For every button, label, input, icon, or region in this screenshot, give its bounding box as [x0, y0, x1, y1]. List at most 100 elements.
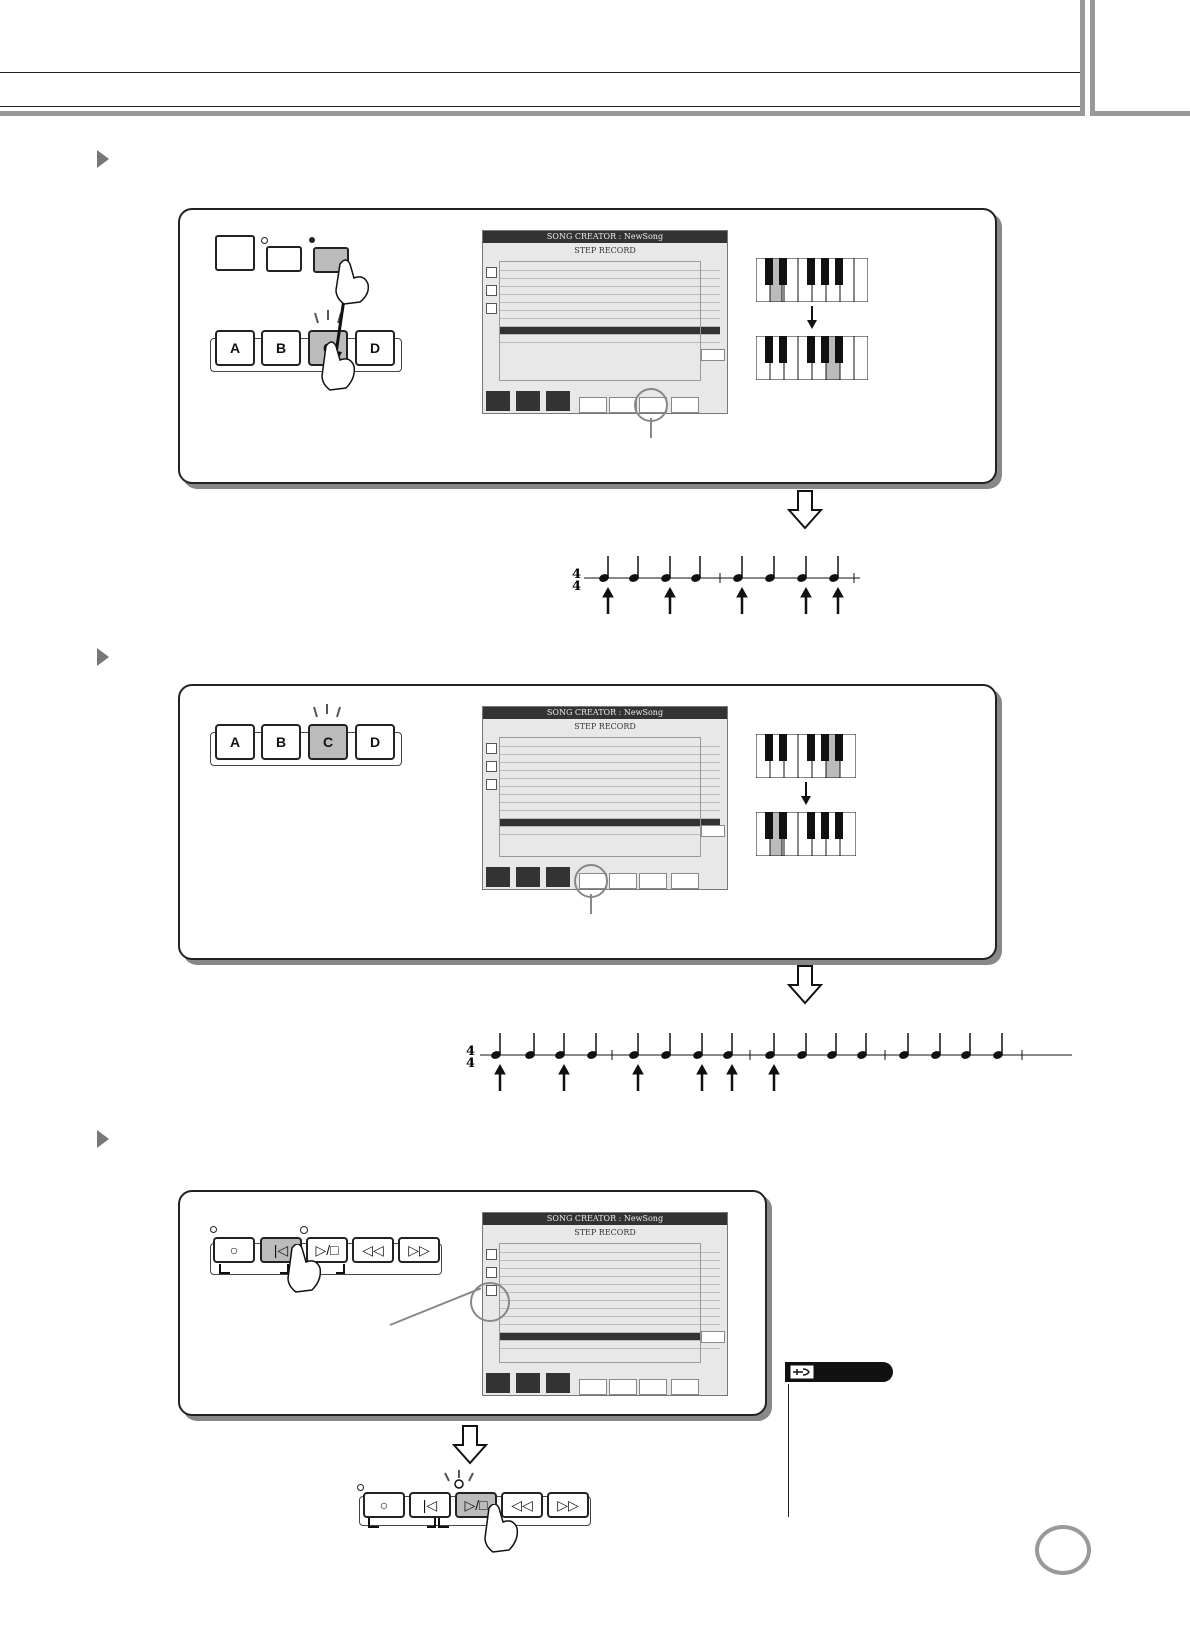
screen-subtitle: STEP RECORD — [483, 1225, 727, 1241]
button-d-label: D — [370, 734, 380, 750]
highlight-circle — [574, 864, 608, 898]
button-a[interactable]: A — [215, 330, 255, 366]
pointing-hand-icon — [789, 1364, 815, 1380]
hand-pointer-icon — [477, 1504, 527, 1560]
beat-knob[interactable] — [516, 867, 540, 887]
screen-title: SONG CREATOR : NewSong — [483, 1213, 727, 1225]
highlight-circle — [470, 1282, 510, 1322]
clock-knob[interactable] — [546, 391, 570, 411]
note-rule — [788, 1384, 789, 1517]
button-c[interactable]: C — [308, 724, 348, 760]
header-tab-right — [1090, 0, 1190, 116]
header-rule-top — [0, 72, 1082, 73]
result-arrow-icon-2 — [787, 965, 823, 1005]
soft-button-note-2[interactable] — [639, 873, 667, 889]
beat-arrowhead — [833, 588, 843, 597]
panel-step-3: ○ |◁ ▷/□ ◁◁ ▷▷ SONG CREATOR : NewSong ST… — [178, 1190, 767, 1416]
record-label: ○ — [380, 1497, 388, 1513]
soft-button-note-3[interactable] — [671, 873, 699, 889]
screen-side-tab[interactable] — [486, 743, 497, 754]
screen-list-frame — [499, 737, 701, 857]
screen-subtitle: STEP RECORD — [483, 719, 727, 735]
screen-side-tab[interactable] — [486, 779, 497, 790]
record-button[interactable]: ○ — [363, 1492, 405, 1518]
top-label: |◁ — [423, 1497, 437, 1513]
beat-arrowhead — [495, 1065, 505, 1074]
page-number-circle — [1035, 1525, 1091, 1575]
screen-side-tab[interactable] — [486, 303, 497, 314]
soft-button-rest[interactable] — [579, 1379, 607, 1395]
button-b[interactable]: B — [261, 724, 301, 760]
keyboard-after-icon — [756, 812, 856, 856]
button-a[interactable]: A — [215, 724, 255, 760]
button-b-label: B — [276, 734, 286, 750]
beat-arrowhead — [769, 1065, 779, 1074]
highlight-circle — [634, 388, 668, 422]
keyboard-after-icon — [756, 336, 868, 380]
button-b[interactable]: B — [261, 330, 301, 366]
beat-arrowhead — [603, 588, 613, 597]
lcd-screen-2: SONG CREATOR : NewSong STEP RECORD — [482, 706, 728, 890]
screen-side-button[interactable] — [701, 349, 725, 361]
lcd-screen-3: SONG CREATOR : NewSong STEP RECORD — [482, 1212, 728, 1396]
transport-result: ○ |◁ ▷/□ ◁◁ ▷▷ — [355, 1470, 595, 1540]
soft-button-note-1[interactable] — [609, 873, 637, 889]
button-b-label: B — [276, 340, 286, 356]
screen-side-tab[interactable] — [486, 761, 497, 772]
highlight-leader — [590, 894, 592, 914]
beat-knob[interactable] — [516, 1373, 540, 1393]
clock-knob[interactable] — [546, 1373, 570, 1393]
screen-title: SONG CREATOR : NewSong — [483, 231, 727, 243]
fast-forward-button[interactable]: ▷▷ — [398, 1237, 440, 1263]
beat-arrowhead — [697, 1065, 707, 1074]
beat-arrowhead — [737, 588, 747, 597]
indicator-lamp-off — [261, 237, 268, 244]
button-a-label: A — [230, 340, 240, 356]
beat-arrowhead — [665, 588, 675, 597]
soft-button-note-1[interactable] — [609, 397, 637, 413]
soft-button-note-2[interactable] — [639, 1379, 667, 1395]
bar-knob[interactable] — [486, 1373, 510, 1393]
record-button[interactable]: ○ — [213, 1237, 255, 1263]
panel-button-2[interactable] — [266, 246, 302, 272]
screen-side-tab[interactable] — [486, 1267, 497, 1278]
bar-knob[interactable] — [486, 391, 510, 411]
highlight-leader — [650, 418, 652, 438]
step-bullet-3 — [97, 1130, 109, 1148]
screen-side-tab[interactable] — [486, 285, 497, 296]
hand-pointer-icon — [280, 1244, 330, 1300]
clock-knob[interactable] — [546, 867, 570, 887]
soft-button-rest[interactable] — [579, 397, 607, 413]
screen-side-tab[interactable] — [486, 267, 497, 278]
panel-button-1[interactable] — [215, 235, 255, 271]
screen-list-frame — [499, 261, 701, 381]
keyboard-before-icon — [756, 734, 856, 778]
result-arrow-icon-3 — [452, 1425, 488, 1465]
screen-side-button[interactable] — [701, 1331, 725, 1343]
screen-title: SONG CREATOR : NewSong — [483, 707, 727, 719]
rewind-button[interactable]: ◁◁ — [352, 1237, 394, 1263]
step-bullet-2 — [97, 648, 109, 666]
button-c-label: C — [323, 734, 333, 750]
screen-side-button[interactable] — [701, 825, 725, 837]
rewind-label: ◁◁ — [362, 1242, 384, 1258]
top-button[interactable]: |◁ — [409, 1492, 451, 1518]
beat-arrowhead — [801, 588, 811, 597]
soft-button-note-3[interactable] — [671, 397, 699, 413]
soft-button-note-1[interactable] — [609, 1379, 637, 1395]
press-arrows-icon — [300, 250, 380, 400]
screen-side-tab[interactable] — [486, 1249, 497, 1260]
bar-knob[interactable] — [486, 867, 510, 887]
beat-knob[interactable] — [516, 391, 540, 411]
indicator-lamp — [210, 1226, 217, 1233]
beat-arrowhead — [633, 1065, 643, 1074]
fast-forward-button[interactable]: ▷▷ — [547, 1492, 589, 1518]
soft-button-note-3[interactable] — [671, 1379, 699, 1395]
rhythm-notation-2: 4 4 — [460, 1025, 1080, 1095]
down-arrow-icon — [806, 306, 818, 330]
panel-step-1: A B C D SONG CREATOR : NewSong STEP RECO… — [178, 208, 997, 484]
button-d[interactable]: D — [355, 724, 395, 760]
header-rule-bottom — [0, 106, 1082, 107]
keyboard-before-icon — [756, 258, 868, 302]
lcd-screen-1: SONG CREATOR : NewSong STEP RECORD — [482, 230, 728, 414]
